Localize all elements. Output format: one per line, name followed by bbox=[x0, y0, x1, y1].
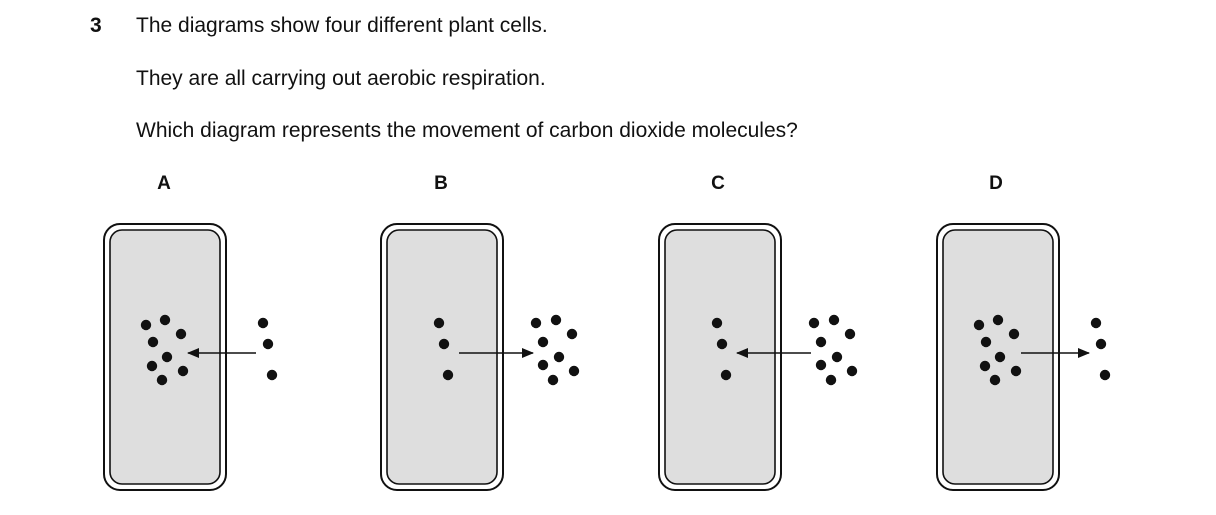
molecule-outside-d-3 bbox=[1099, 369, 1111, 381]
molecule-inside-b-1 bbox=[433, 317, 445, 329]
molecule-inside-d-4 bbox=[980, 336, 992, 348]
cell-diagram-c bbox=[658, 223, 858, 491]
cell-membrane-b bbox=[386, 229, 498, 485]
molecule-outside-d-2 bbox=[1095, 338, 1107, 350]
molecule-outside-c-6 bbox=[815, 359, 827, 371]
molecule-inside-d-3 bbox=[1008, 328, 1020, 340]
molecule-outside-a-3 bbox=[266, 369, 278, 381]
molecule-inside-a-2 bbox=[159, 314, 171, 326]
molecule-inside-a-7 bbox=[177, 365, 189, 377]
molecule-inside-d-2 bbox=[992, 314, 1004, 326]
molecule-outside-c-1 bbox=[808, 317, 820, 329]
question-number: 3 bbox=[90, 14, 102, 37]
question-line-1: The diagrams show four different plant c… bbox=[136, 14, 548, 37]
molecule-inside-a-6 bbox=[146, 360, 158, 372]
molecule-inside-b-2 bbox=[438, 338, 450, 350]
question-line-2: They are all carrying out aerobic respir… bbox=[136, 67, 546, 90]
molecule-outside-c-3 bbox=[844, 328, 856, 340]
molecule-inside-a-3 bbox=[175, 328, 187, 340]
molecule-outside-b-4 bbox=[537, 336, 549, 348]
molecule-outside-b-7 bbox=[568, 365, 580, 377]
molecule-outside-c-7 bbox=[846, 365, 858, 377]
molecule-outside-c-4 bbox=[815, 336, 827, 348]
molecule-outside-c-5 bbox=[831, 351, 843, 363]
option-label-b: B bbox=[434, 173, 448, 194]
molecule-inside-d-7 bbox=[1010, 365, 1022, 377]
molecule-outside-c-8 bbox=[825, 374, 837, 386]
molecule-inside-c-1 bbox=[711, 317, 723, 329]
molecule-outside-b-6 bbox=[537, 359, 549, 371]
molecule-inside-d-5 bbox=[994, 351, 1006, 363]
molecule-inside-c-3 bbox=[720, 369, 732, 381]
molecule-outside-a-2 bbox=[262, 338, 274, 350]
molecule-inside-a-4 bbox=[147, 336, 159, 348]
molecule-outside-d-1 bbox=[1090, 317, 1102, 329]
cell-diagram-a bbox=[103, 223, 278, 491]
cell-diagram-d bbox=[936, 223, 1111, 491]
molecule-outside-a-1 bbox=[257, 317, 269, 329]
molecule-outside-b-8 bbox=[547, 374, 559, 386]
molecule-outside-b-1 bbox=[530, 317, 542, 329]
molecule-inside-a-5 bbox=[161, 351, 173, 363]
molecule-inside-b-3 bbox=[442, 369, 454, 381]
option-label-d: D bbox=[989, 173, 1003, 194]
molecule-outside-c-2 bbox=[828, 314, 840, 326]
molecule-outside-b-2 bbox=[550, 314, 562, 326]
cell-diagram-b bbox=[380, 223, 580, 491]
molecule-inside-d-6 bbox=[979, 360, 991, 372]
option-label-a: A bbox=[157, 173, 171, 194]
molecule-inside-c-2 bbox=[716, 338, 728, 350]
molecule-inside-a-8 bbox=[156, 374, 168, 386]
question-line-3: Which diagram represents the movement of… bbox=[136, 119, 798, 142]
molecule-outside-b-3 bbox=[566, 328, 578, 340]
molecule-inside-a-1 bbox=[140, 319, 152, 331]
molecule-inside-d-1 bbox=[973, 319, 985, 331]
option-label-c: C bbox=[711, 173, 725, 194]
molecule-inside-d-8 bbox=[989, 374, 1001, 386]
molecule-outside-b-5 bbox=[553, 351, 565, 363]
cell-membrane-c bbox=[664, 229, 776, 485]
